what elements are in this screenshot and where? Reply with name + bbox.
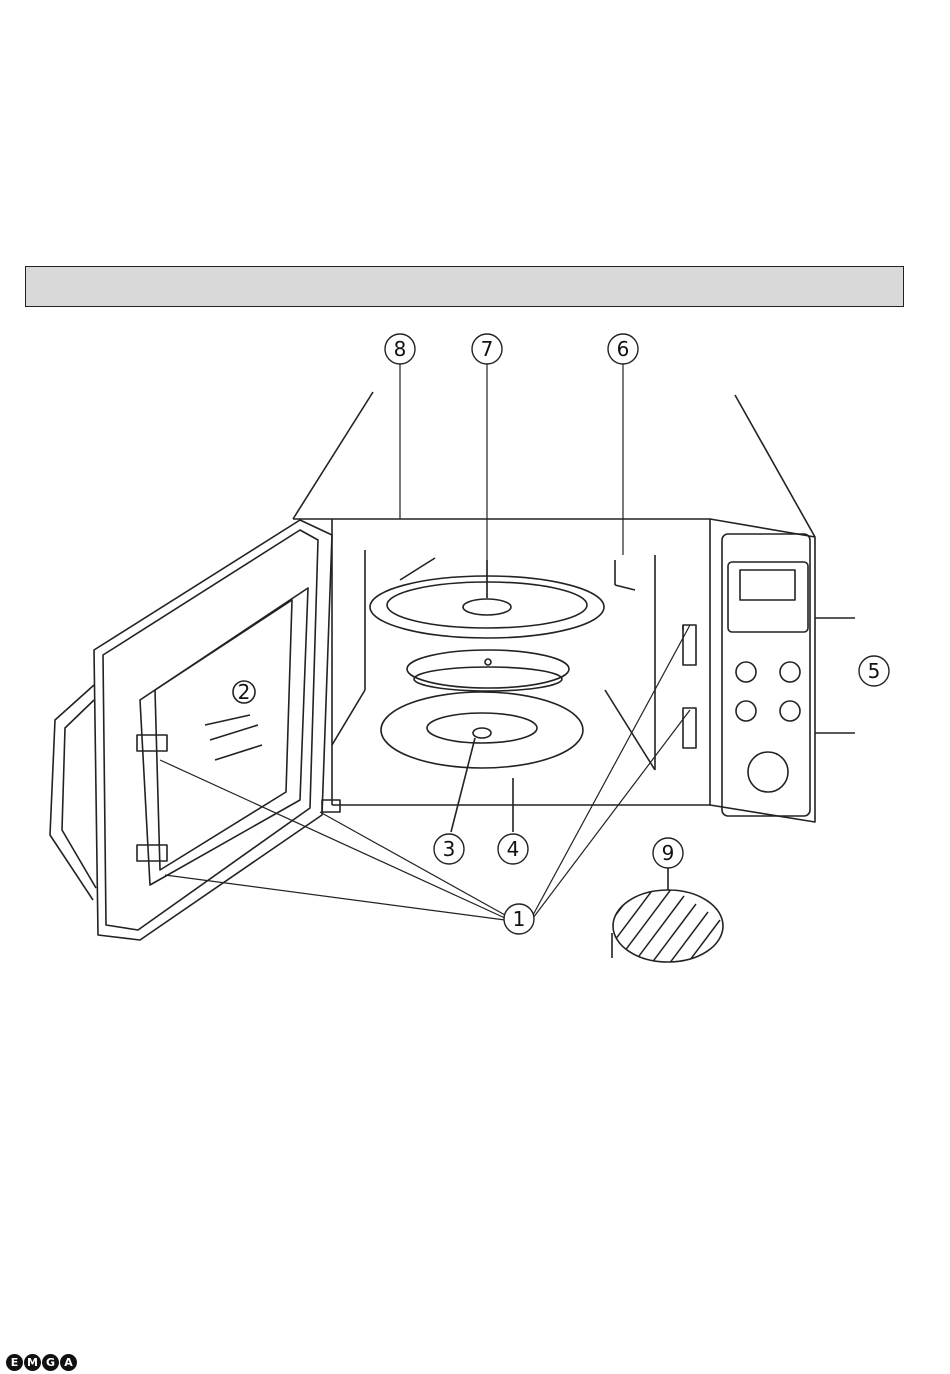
callout-label: 1 [513,907,526,931]
callout-label: 4 [507,837,520,861]
callout-layer: 1 2 3 4 5 6 7 8 9 [238,334,889,934]
logo-letter: A [60,1354,77,1371]
interlock-leaders [160,625,690,920]
callout-9: 9 [653,838,683,868]
callout-2: 2 [238,680,251,704]
callout-7: 7 [472,334,502,364]
callout-label: 6 [617,337,630,361]
callout-3: 3 [434,834,464,864]
callout-label: 5 [868,659,881,683]
callout-4: 4 [498,834,528,864]
top-leaders [400,364,623,598]
control-panel [710,519,855,822]
logo-letter: E [6,1354,23,1371]
mica-cover-part [588,866,744,1016]
callout-label: 9 [662,841,675,865]
turntable-shaft [381,692,583,832]
waveguide-cover [683,625,696,748]
callout-1: 1 [504,904,534,934]
door [50,520,340,940]
brand-logo: E M G A [6,1354,77,1372]
callout-label: 2 [238,680,251,704]
roller-ring [407,650,569,691]
callout-label: 7 [481,337,494,361]
callout-5: 5 [859,656,889,686]
callout-label: 8 [394,337,407,361]
callout-label: 3 [443,837,456,861]
oven-cavity [293,392,815,805]
logo-letter: M [24,1354,41,1371]
logo-letter: G [42,1354,59,1371]
callout-6: 6 [608,334,638,364]
callout-8: 8 [385,334,415,364]
